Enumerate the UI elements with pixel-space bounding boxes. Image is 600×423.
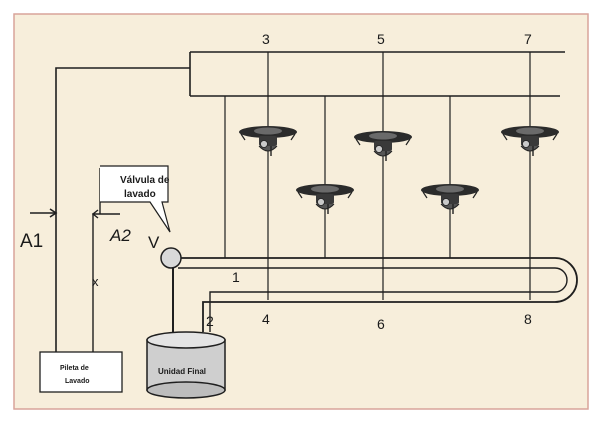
- node-number-1: 1: [232, 269, 240, 285]
- return-loop: [178, 257, 578, 332]
- node-number-3: 3: [262, 31, 270, 47]
- feed-line-a1: [30, 67, 190, 352]
- pump-label-line1: Pileta de: [60, 365, 89, 372]
- node-number-8: 8: [524, 311, 532, 327]
- node-number-5: 5: [377, 31, 385, 47]
- node-number-2: 2: [206, 313, 214, 329]
- label-a1: A1: [20, 231, 43, 252]
- diagram-background: [13, 13, 589, 410]
- valve-label-line2: lavado: [124, 189, 156, 200]
- sprinkler-icon: [239, 126, 297, 156]
- pump-box[interactable]: [39, 351, 123, 393]
- top-manifold: [189, 51, 565, 97]
- valve-ball[interactable]: [160, 247, 182, 269]
- node-number-7: 7: [524, 31, 532, 47]
- node-number-4: 4: [262, 311, 270, 327]
- final-unit-tank[interactable]: [146, 331, 226, 399]
- unit-label: Unidad Final: [158, 367, 206, 376]
- label-x: x: [92, 274, 99, 289]
- sprinkler-icon: [501, 126, 559, 156]
- pump-label-line2: Lavado: [65, 378, 90, 385]
- sprinkler-group: [239, 126, 559, 214]
- label-a2: A2: [109, 226, 131, 245]
- sprinkler-icon: [296, 184, 354, 214]
- sprinkler-icon: [421, 184, 479, 214]
- node-number-6: 6: [377, 316, 385, 332]
- valve-label-line1: Válvula de: [120, 175, 170, 186]
- sprinkler-icon: [354, 131, 412, 161]
- valve-callout: [100, 165, 171, 233]
- label-v: V: [148, 233, 160, 252]
